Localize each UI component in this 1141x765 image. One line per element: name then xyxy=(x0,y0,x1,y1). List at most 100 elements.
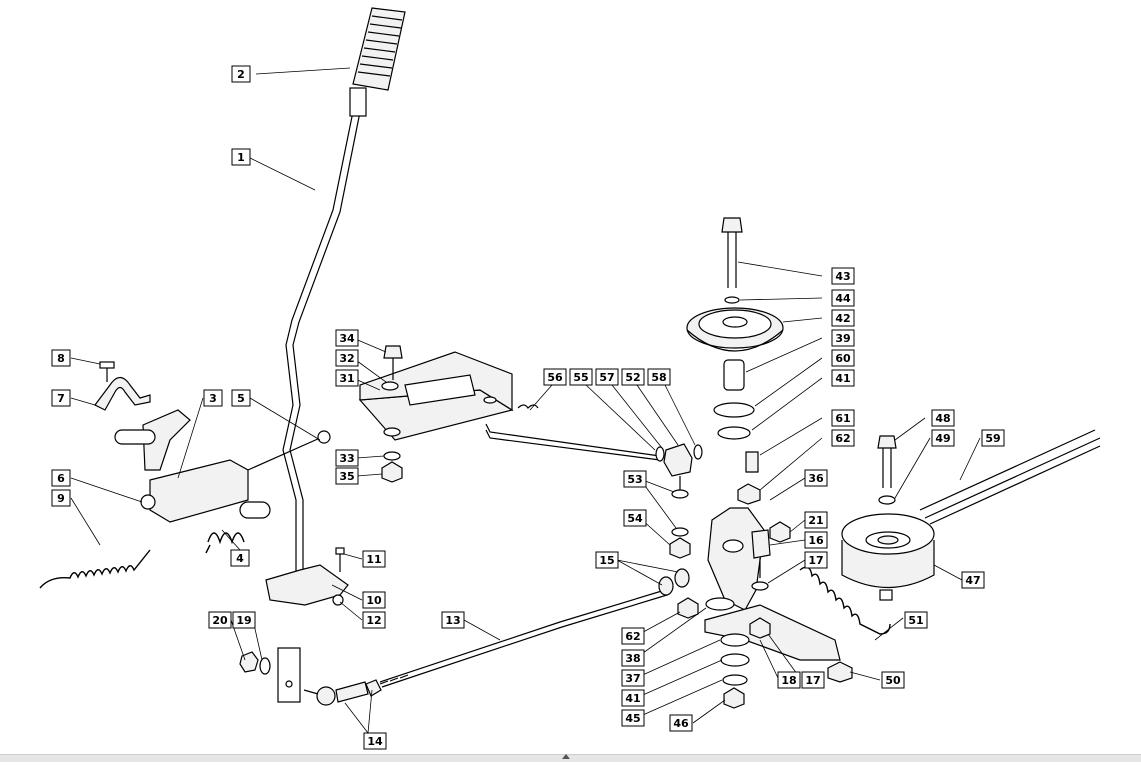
callout-53: 53 xyxy=(623,470,647,488)
svg-text:48: 48 xyxy=(935,412,950,425)
pulley-47 xyxy=(841,513,935,601)
scroll-bar[interactable] xyxy=(0,754,1141,762)
callout-6: 6 xyxy=(51,469,71,487)
callout-59: 59 xyxy=(981,429,1005,447)
nut-62-lower xyxy=(677,597,699,619)
svg-text:62: 62 xyxy=(625,630,640,643)
svg-text:7: 7 xyxy=(57,392,65,405)
svg-text:3: 3 xyxy=(209,392,217,405)
rod-55 xyxy=(485,404,661,461)
callout-50: 50 xyxy=(881,671,905,689)
nut-washer-19-20 xyxy=(239,651,271,675)
callout-60: 60 xyxy=(831,349,855,367)
svg-text:62: 62 xyxy=(835,432,850,445)
svg-text:50: 50 xyxy=(885,674,901,687)
svg-text:13: 13 xyxy=(445,614,460,627)
callout-34: 34 xyxy=(335,329,359,347)
svg-text:4: 4 xyxy=(236,552,244,565)
callout-47: 47 xyxy=(961,571,985,589)
callout-32: 32 xyxy=(335,349,359,367)
callout-14: 14 xyxy=(363,732,387,750)
svg-text:11: 11 xyxy=(366,553,381,566)
callout-62-lower: 62 xyxy=(621,627,645,645)
spring-51 xyxy=(799,566,891,635)
svg-text:51: 51 xyxy=(908,614,923,627)
washers-53-54 xyxy=(669,489,691,559)
callout-3: 3 xyxy=(203,389,223,407)
callout-44: 44 xyxy=(831,289,855,307)
svg-text:59: 59 xyxy=(985,432,1000,445)
svg-text:18: 18 xyxy=(781,674,796,687)
callout-17-lower: 17 xyxy=(801,671,825,689)
svg-text:37: 37 xyxy=(625,672,640,685)
svg-text:60: 60 xyxy=(835,352,851,365)
callout-36: 36 xyxy=(804,469,828,487)
svg-text:2: 2 xyxy=(237,68,245,81)
svg-text:6: 6 xyxy=(57,472,65,485)
bolt-43 xyxy=(721,217,743,288)
link-rod-13 xyxy=(379,589,668,688)
bolt-34 xyxy=(381,345,403,391)
svg-text:49: 49 xyxy=(935,432,950,445)
callout-33: 33 xyxy=(335,449,359,467)
callout-35: 35 xyxy=(335,467,359,485)
callout-18: 18 xyxy=(777,671,801,689)
callout-19: 19 xyxy=(232,611,256,629)
callout-62-upper: 62 xyxy=(831,429,855,447)
svg-text:55: 55 xyxy=(573,371,588,384)
callout-52: 52 xyxy=(621,368,645,386)
callout-46: 46 xyxy=(669,714,693,732)
callout-13: 13 xyxy=(441,611,465,629)
svg-text:38: 38 xyxy=(625,652,640,665)
callout-7: 7 xyxy=(51,389,71,407)
svg-text:14: 14 xyxy=(367,735,383,748)
nuts-15 xyxy=(658,568,690,596)
callout-31: 31 xyxy=(335,369,359,387)
svg-text:35: 35 xyxy=(339,470,354,483)
callout-43: 43 xyxy=(831,267,855,285)
callout-11: 11 xyxy=(362,550,386,568)
lever-guide-bracket xyxy=(265,547,349,606)
callout-48: 48 xyxy=(931,409,955,427)
svg-text:16: 16 xyxy=(808,534,824,547)
svg-text:53: 53 xyxy=(627,473,642,486)
callout-37: 37 xyxy=(621,669,645,687)
svg-text:61: 61 xyxy=(835,412,850,425)
gear-lever xyxy=(282,87,367,588)
callout-9: 9 xyxy=(51,489,71,507)
svg-text:32: 32 xyxy=(339,352,354,365)
callout-5: 5 xyxy=(231,389,251,407)
chevron-up-icon[interactable] xyxy=(562,754,570,759)
nut-50 xyxy=(827,661,853,683)
callout-labels: 2 1 3 5 8 7 6 9 4 11 10 12 13 20 19 14 3… xyxy=(51,65,1005,750)
callout-45: 45 xyxy=(621,709,645,727)
nut-21 xyxy=(769,521,791,543)
callout-16: 16 xyxy=(804,531,828,549)
mounting-plate xyxy=(358,351,514,441)
idler-arm xyxy=(704,451,841,661)
screw-8 xyxy=(99,361,115,382)
pulley-42 xyxy=(686,296,784,352)
lever-bottom-clevis xyxy=(277,647,301,703)
callout-61: 61 xyxy=(831,409,855,427)
callout-12: 12 xyxy=(362,611,386,629)
svg-text:56: 56 xyxy=(547,371,563,384)
svg-text:54: 54 xyxy=(627,512,643,525)
svg-text:5: 5 xyxy=(237,392,245,405)
svg-text:31: 31 xyxy=(339,372,354,385)
callout-2: 2 xyxy=(231,65,251,83)
svg-text:41: 41 xyxy=(625,692,640,705)
svg-text:10: 10 xyxy=(366,594,382,607)
callout-58: 58 xyxy=(647,368,671,386)
belt-59 xyxy=(919,429,1101,525)
svg-text:12: 12 xyxy=(366,614,381,627)
svg-text:17: 17 xyxy=(805,674,820,687)
pivot-block-52 xyxy=(655,443,703,490)
svg-text:47: 47 xyxy=(965,574,980,587)
callout-15: 15 xyxy=(595,551,619,569)
svg-text:52: 52 xyxy=(625,371,640,384)
callout-4: 4 xyxy=(230,549,250,567)
svg-text:21: 21 xyxy=(808,514,823,527)
svg-text:46: 46 xyxy=(673,717,689,730)
svg-text:8: 8 xyxy=(57,352,65,365)
